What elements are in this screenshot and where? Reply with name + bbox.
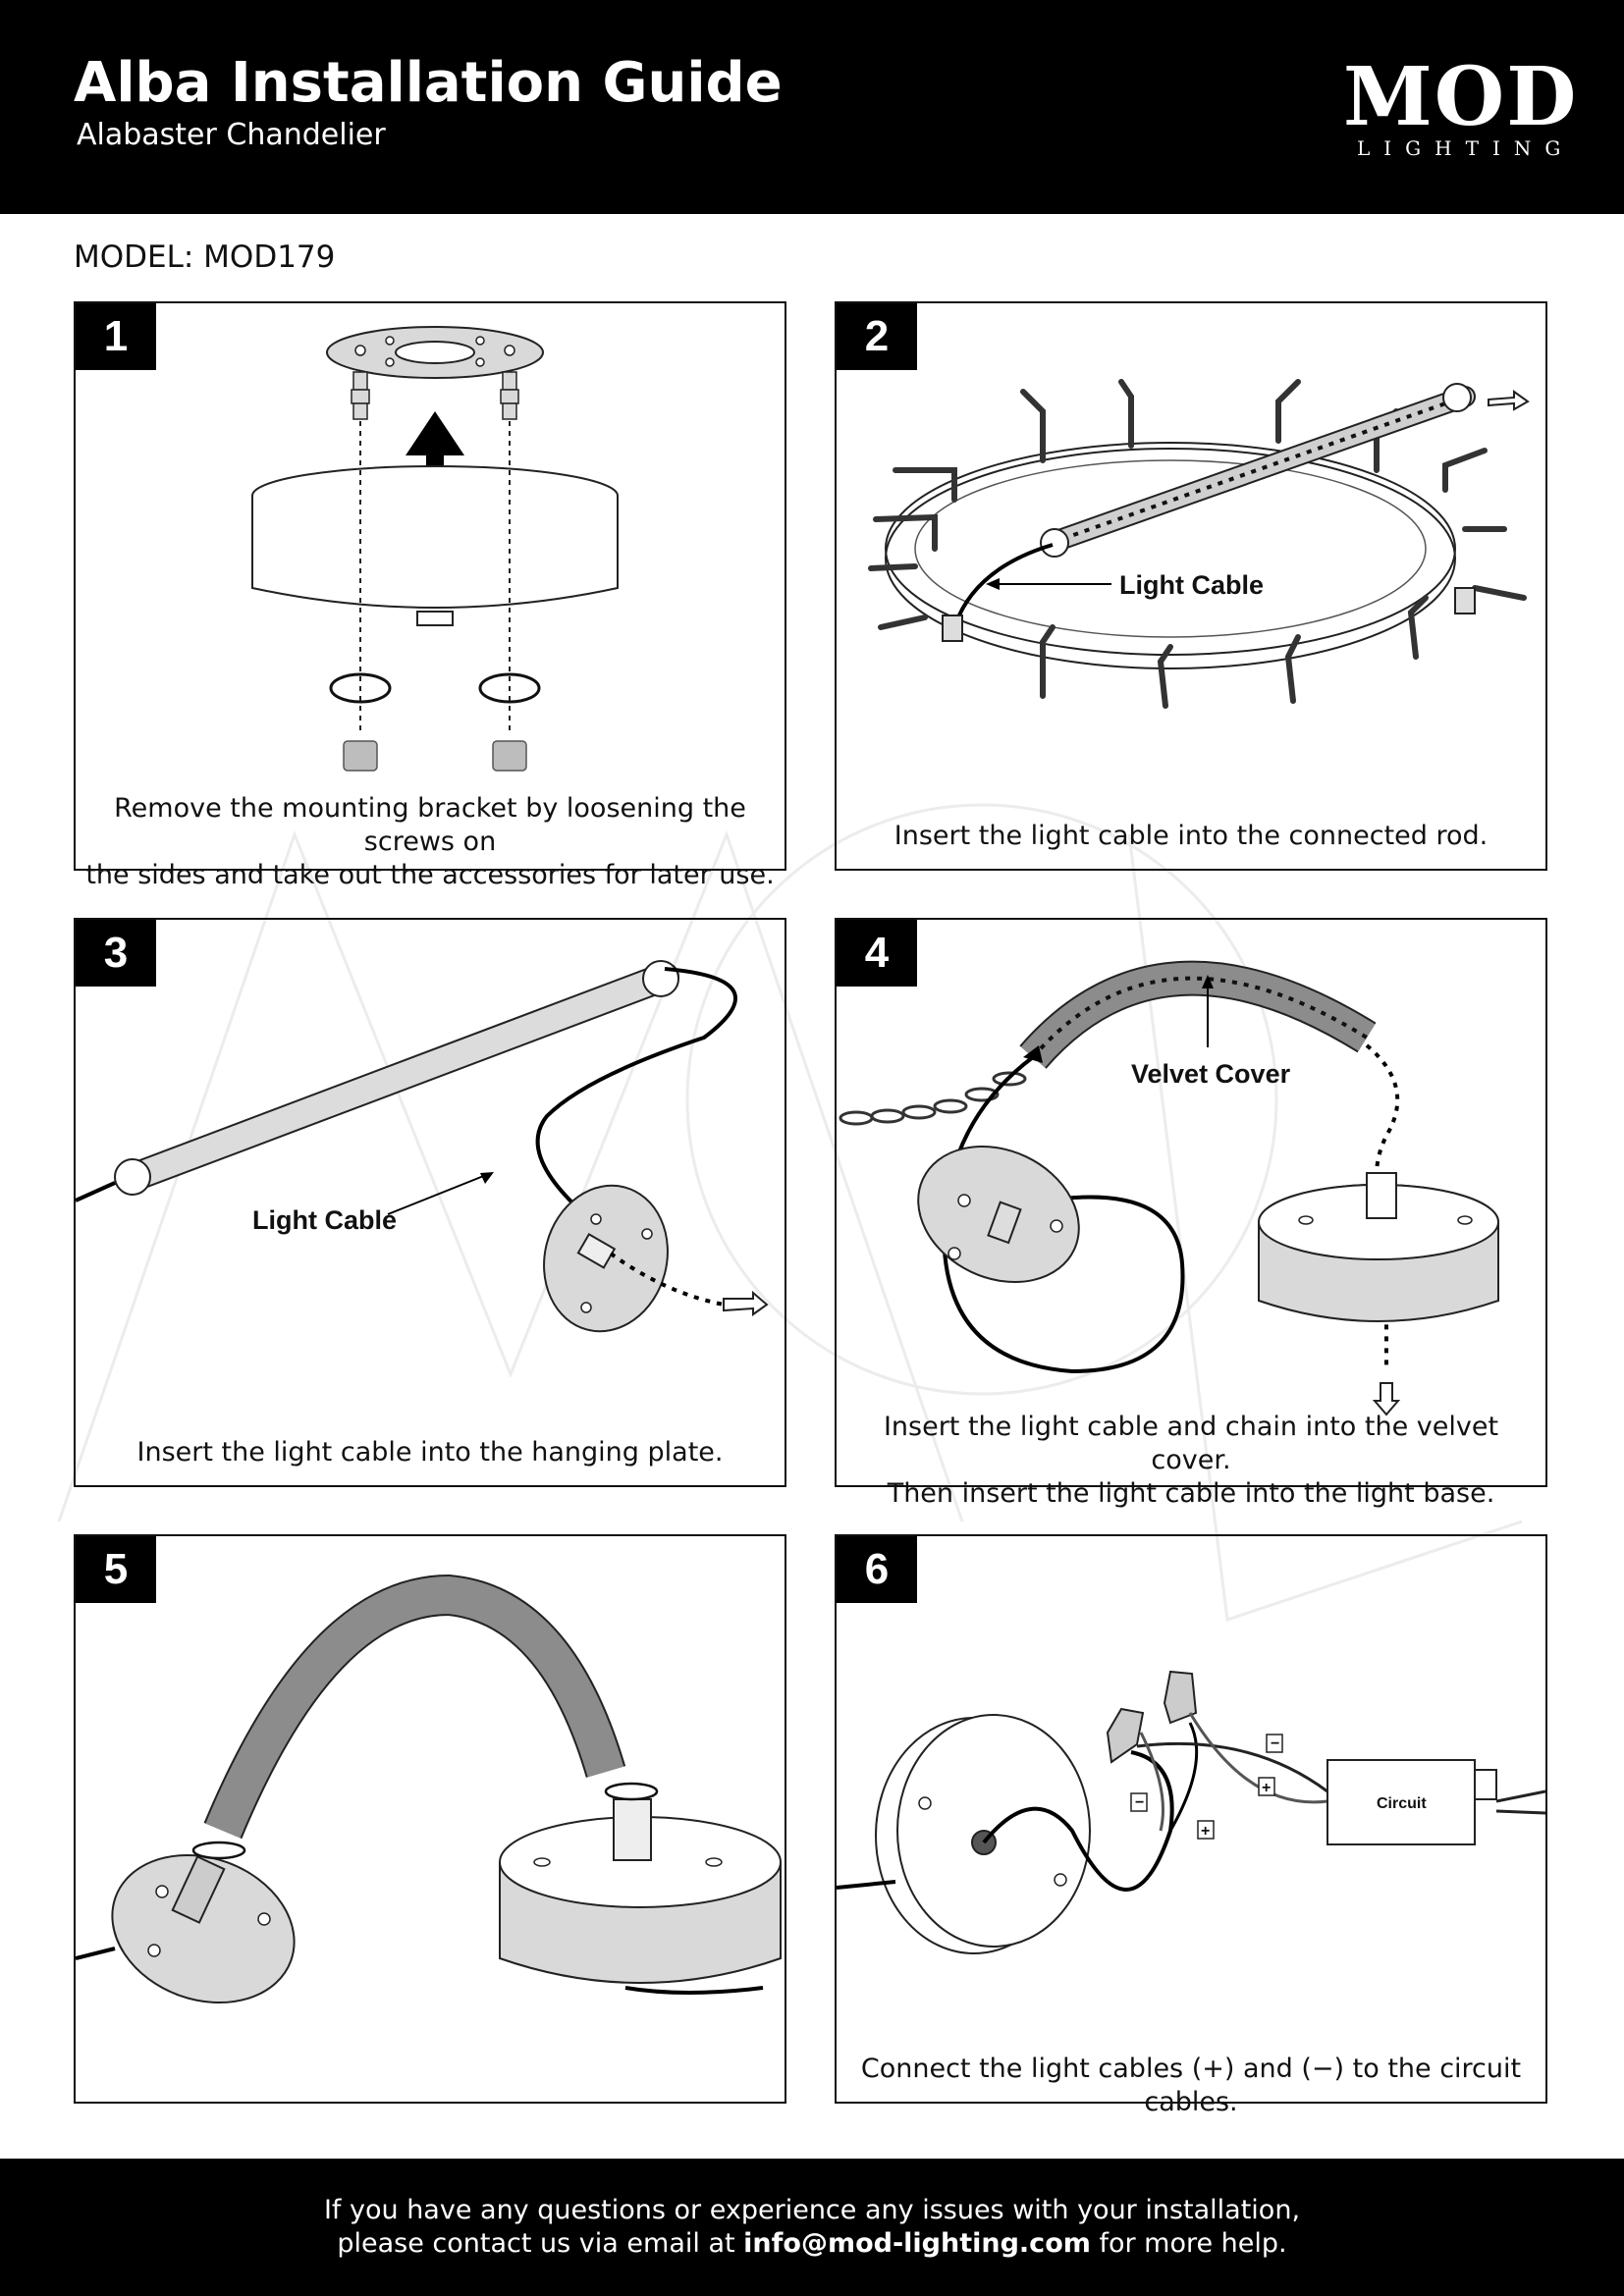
minus-tag: − [1135,1794,1144,1811]
step-number: 5 [76,1536,156,1603]
plus-tag: + [1201,1823,1210,1840]
step-number: 6 [837,1536,917,1603]
model-number: MODEL: MOD179 [74,240,336,275]
step-number: 3 [76,920,156,987]
step-caption: Remove the mounting bracket by loosening… [85,792,775,892]
logo-word: MOD [1343,50,1579,144]
brand-logo: MOD LIGHTING [1343,50,1579,159]
caption-line: Connect the light cables (+) and (−) to … [860,2054,1522,2117]
plus-tag: + [1262,1780,1271,1796]
caption-line: Remove the mounting bracket by loosening… [114,793,746,857]
step-1-illustration [251,326,619,772]
step-panel-5: 5 [74,1534,786,2104]
page-title: Alba Installation Guide [74,51,783,115]
step-5-illustration [76,1574,782,2004]
caption-line: the sides and take out the accessories f… [85,860,775,890]
step-number: 4 [837,920,917,987]
step-number: 2 [837,303,917,370]
footer-line-2: please contact us via email at info@mod-… [0,2227,1624,2261]
step-panel-1: 1 [74,301,786,890]
step-number: 1 [76,303,156,370]
footer-line-1: If you have any questions or experience … [323,2195,1301,2225]
step-panel-3: 3 Light Cable Insert the light cable int… [74,918,786,1487]
step-panel-4: 4 Velvet Cover [835,918,1547,1509]
light-cable-label: Light Cable [252,1205,397,1235]
footer-bar: If you have any questions or experience … [0,2159,1624,2296]
caption-line: Insert the light cable and chain into th… [883,1412,1499,1475]
caption-line: Insert the light cable into the hanging … [136,1437,724,1468]
step-3-illustration: Light Cable [76,960,769,1333]
caption-line: Insert the light cable into the connecte… [893,821,1489,851]
step-panel-6: 6 Circuit − + + − Con [835,1534,1547,2117]
circuit-label: Circuit [1377,1795,1427,1812]
caption-line: Then insert the light cable into the lig… [887,1478,1495,1509]
support-email-link[interactable]: info@mod-lighting.com [743,2228,1091,2259]
page-subtitle: Alabaster Chandelier [77,118,386,152]
step-caption: Insert the light cable into the hanging … [85,1436,775,1469]
step-4-illustration: Velvet Cover [839,960,1499,1416]
step-panel-2: 2 Light Cable Ins [835,301,1547,871]
footer-text: for more help. [1090,2228,1287,2259]
step-2-illustration: Light Cable [868,379,1530,709]
minus-tag: − [1271,1735,1279,1752]
step-caption: Connect the light cables (+) and (−) to … [846,2053,1536,2119]
light-cable-label: Light Cable [1119,570,1264,600]
footer-text: please contact us via email at [337,2228,744,2259]
step-caption: Insert the light cable and chain into th… [846,1411,1536,1511]
velvet-cover-label: Velvet Cover [1131,1059,1291,1089]
step-caption: Insert the light cable into the connecte… [846,820,1536,853]
header-bar: Alba Installation Guide Alabaster Chande… [0,0,1624,214]
step-6-illustration: Circuit − + + − [837,1670,1545,1954]
logo-sub: LIGHTING [1357,136,1575,160]
